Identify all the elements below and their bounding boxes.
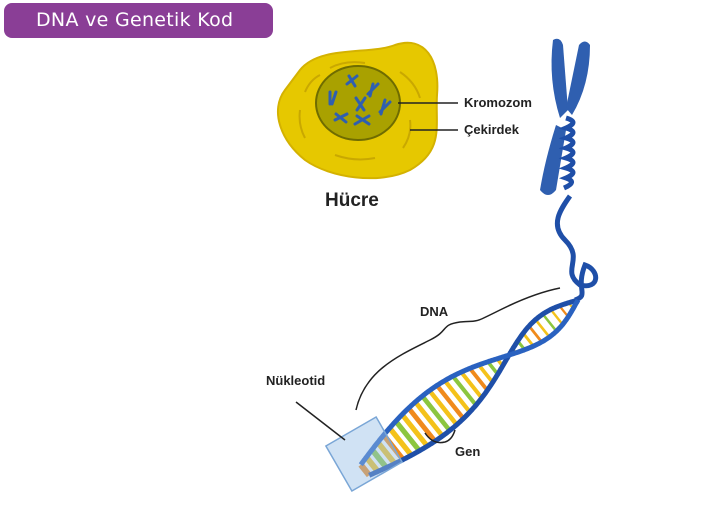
base-pair [406,406,437,443]
page-title: DNA ve Genetik Kod [4,3,273,38]
base-pair [420,394,452,432]
base-pair [387,426,414,457]
base-pair [468,367,489,392]
gene-bracket [424,429,456,444]
base-pair [522,332,535,348]
nucleotide-highlight [324,415,404,493]
cell-organelle-lines [298,61,421,161]
base-pair [459,370,484,400]
base-pair [369,447,389,470]
base-pair [393,419,422,453]
base-pair [427,389,459,427]
base-pair [413,400,445,438]
base-pair [549,308,564,326]
chromosome [540,38,599,303]
base-pair [527,325,543,343]
base-pair [435,384,466,420]
dna-strand [368,297,579,478]
label-cell: Hücre [325,190,379,211]
label-nucleus: Çekirdek [464,122,519,137]
label-dna: DNA [420,304,449,319]
base-pair [486,360,500,376]
cell-illustration [276,42,458,180]
label-brackets [295,287,561,444]
base-pair [375,440,397,466]
base-pair [541,313,558,333]
base-pair [477,363,495,384]
nucleotide-pointer [295,401,346,441]
label-nucleotide: Nükleotid [266,373,326,388]
base-pair [364,455,381,474]
base-pair [400,412,430,448]
dna-bracket [355,287,561,411]
dna-double-helix [358,297,581,478]
base-pair [443,379,472,414]
label-gene: Gen [455,444,481,459]
base-pair [534,318,551,338]
base-pair [358,462,372,478]
base-pair [451,374,478,407]
chromosomes-in-nucleus [328,74,392,126]
label-chromosome: Kromozom [464,95,532,110]
dna-strand [358,298,581,467]
